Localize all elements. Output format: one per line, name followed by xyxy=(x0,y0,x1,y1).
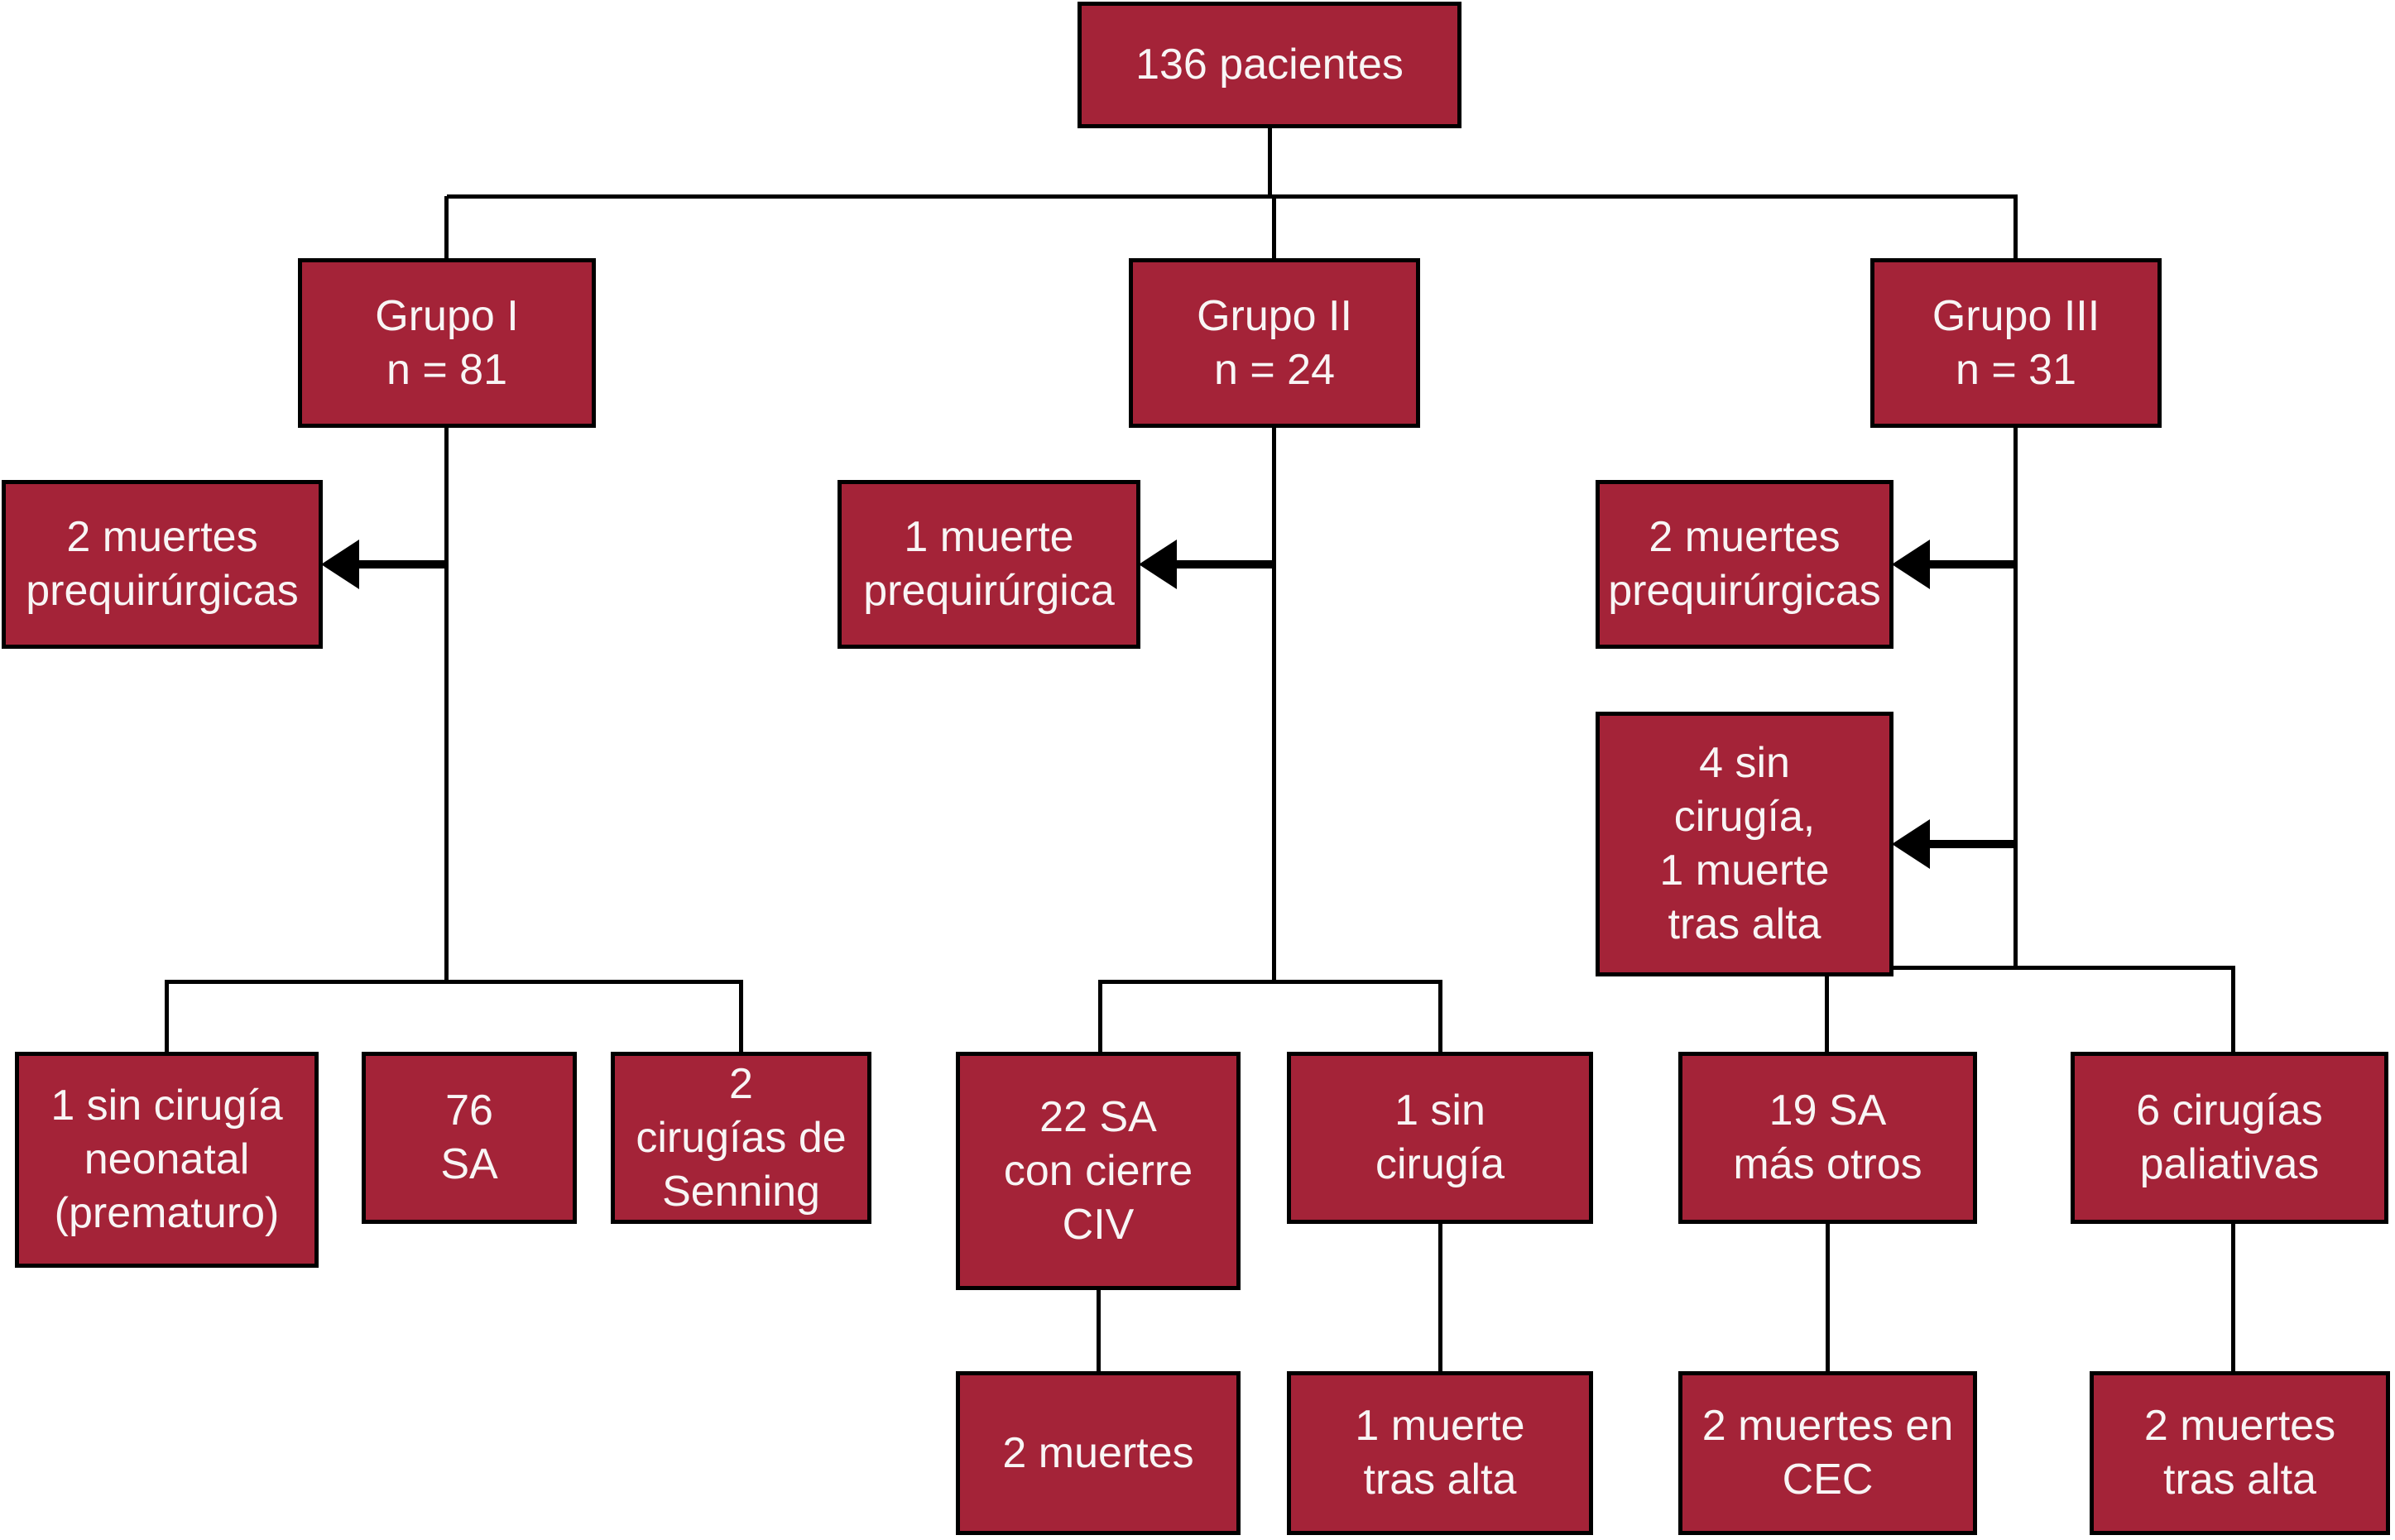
node-grupo3-sin-cirugia-muerte-alta: 4 sin cirugía, 1 muerte tras alta xyxy=(1596,712,1893,976)
connector-branch-grupo3-right-drop xyxy=(2231,966,2235,1052)
connector-branch-grupo1 xyxy=(165,980,743,984)
node-grupo-ii: Grupo II n = 24 xyxy=(1129,258,1420,428)
arrow-grupo2-muerte-prequirurgica xyxy=(1174,560,1274,569)
arrowhead-grupo1-muertes-prequirurgicas-icon xyxy=(321,540,359,589)
connector-root-stem xyxy=(1268,128,1272,196)
node-grupo2-sa-muertes: 2 muertes xyxy=(956,1371,1241,1535)
node-grupo3-muertes-tras-alta: 2 muertes tras alta xyxy=(2090,1371,2390,1535)
connector-stem-sincirugia-muerte xyxy=(1438,1224,1442,1371)
arrow-grupo3-sin-cirugia xyxy=(1927,840,2016,848)
connector-drop-grupo1 xyxy=(444,196,449,258)
node-total-pacientes: 136 pacientes xyxy=(1078,2,1461,128)
node-grupo2-sa-cierre-civ: 22 SA con cierre CIV xyxy=(956,1052,1241,1290)
connector-branch-grupo2 xyxy=(1098,980,1442,984)
node-grupo3-cirugias-paliativas: 6 cirugías paliativas xyxy=(2071,1052,2388,1224)
connector-stem-paliativas-muertes xyxy=(2231,1224,2235,1371)
connector-branch-grupo1-right-drop xyxy=(739,980,743,1052)
node-grupo3-muertes-prequirurgicas: 2 muertes prequirúrgicas xyxy=(1596,480,1893,649)
node-grupo1-sa: 76 SA xyxy=(362,1052,577,1224)
connector-stem-sa-civ-muertes xyxy=(1097,1290,1101,1371)
connector-drop-grupo3 xyxy=(2013,196,2018,258)
node-grupo2-muerte-prequirurgica: 1 muerte prequirúrgica xyxy=(838,480,1140,649)
node-grupo3-muertes-cec: 2 muertes en CEC xyxy=(1678,1371,1977,1535)
node-grupo1-muertes-prequirurgicas: 2 muertes prequirúrgicas xyxy=(2,480,323,649)
node-grupo1-cirugias-senning: 2 cirugías de Senning xyxy=(611,1052,871,1224)
connector-branch-grupo2-right-drop xyxy=(1438,980,1442,1052)
connector-stem-sa-otros-muertes xyxy=(1826,1224,1830,1371)
connector-distributor xyxy=(447,194,2018,199)
arrowhead-grupo2-muerte-prequirurgica-icon xyxy=(1139,540,1177,589)
node-grupo2-sin-cirugia-muerte: 1 muerte tras alta xyxy=(1287,1371,1593,1535)
node-grupo-iii: Grupo III n = 31 xyxy=(1870,258,2162,428)
connector-branch-grupo3 xyxy=(1825,966,2235,970)
arrowhead-grupo3-muertes-prequirurgicas-icon xyxy=(1892,540,1930,589)
node-grupo1-sin-cirugia-neonatal: 1 sin cirugía neonatal (prematuro) xyxy=(15,1052,319,1268)
connector-branch-grupo2-left-drop xyxy=(1098,980,1102,1052)
arrowhead-grupo3-sin-cirugia-icon xyxy=(1892,819,1930,869)
node-grupo3-sa-mas-otros: 19 SA más otros xyxy=(1678,1052,1977,1224)
connector-drop-grupo2 xyxy=(1272,196,1276,258)
node-grupo-i: Grupo I n = 81 xyxy=(298,258,596,428)
connector-vertical-grupo1 xyxy=(444,428,449,983)
arrow-grupo3-muertes-prequirurgicas xyxy=(1927,560,2016,569)
connector-vertical-grupo3 xyxy=(2013,428,2018,970)
node-grupo2-sin-cirugia: 1 sin cirugía xyxy=(1287,1052,1593,1224)
connector-branch-grupo1-left-drop xyxy=(165,980,169,1052)
connector-branch-grupo3-left-drop xyxy=(1825,966,1829,1052)
arrow-grupo1-muertes-prequirurgicas xyxy=(356,560,447,569)
connector-vertical-grupo2 xyxy=(1272,428,1276,983)
